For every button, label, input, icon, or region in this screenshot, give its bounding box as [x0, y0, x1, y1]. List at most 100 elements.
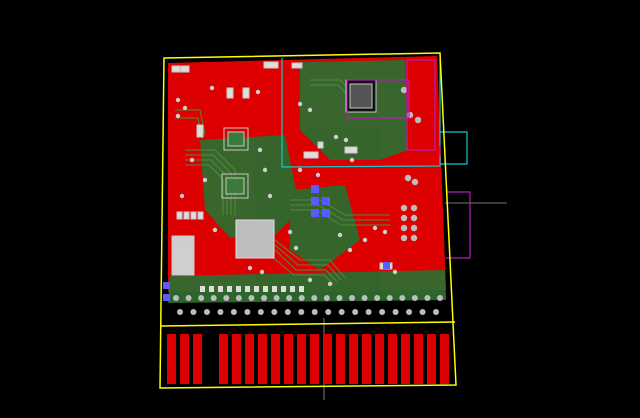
header-pin[interactable] — [325, 309, 332, 315]
header-pin[interactable] — [349, 295, 355, 301]
header-pin[interactable] — [379, 309, 386, 315]
edge-finger[interactable] — [258, 334, 267, 384]
via — [297, 167, 303, 173]
header-pin[interactable] — [210, 295, 217, 301]
edge-finger[interactable] — [193, 334, 202, 384]
through-hole-pin[interactable] — [400, 234, 408, 242]
through-hole-pin[interactable] — [414, 116, 422, 124]
header-pin[interactable] — [173, 295, 179, 301]
header-pin[interactable] — [298, 295, 305, 301]
smd-pad — [209, 286, 214, 292]
edge-finger[interactable] — [323, 334, 332, 384]
via — [212, 227, 218, 233]
edge-finger[interactable] — [297, 334, 306, 384]
edge-finger[interactable] — [440, 334, 449, 384]
header-pin[interactable] — [361, 295, 368, 301]
through-hole-pin[interactable] — [400, 214, 408, 222]
edge-finger[interactable] — [414, 334, 423, 384]
header-pin[interactable] — [190, 309, 197, 315]
header-pin[interactable] — [392, 309, 399, 315]
edge-finger[interactable] — [232, 334, 241, 384]
through-hole-pin[interactable] — [410, 224, 418, 232]
header-pins-right[interactable] — [400, 86, 422, 242]
via — [347, 247, 353, 253]
edge-finger[interactable] — [401, 334, 410, 384]
via — [349, 157, 355, 163]
smd-pad — [200, 286, 205, 292]
header-pin[interactable] — [230, 309, 237, 315]
through-hole-pin[interactable] — [400, 204, 408, 212]
edge-finger[interactable] — [310, 334, 319, 384]
through-hole-pin[interactable] — [400, 224, 408, 232]
through-hole-pin[interactable] — [411, 178, 419, 186]
edge-finger[interactable] — [336, 334, 345, 384]
edge-finger[interactable] — [284, 334, 293, 384]
board-outline[interactable] — [159, 52, 457, 389]
header-pin[interactable] — [386, 295, 393, 301]
edge-finger[interactable] — [349, 334, 358, 384]
via — [307, 107, 313, 113]
header-pin[interactable] — [273, 295, 280, 301]
edge-finger[interactable] — [180, 334, 189, 384]
edge-finger[interactable] — [167, 334, 176, 384]
edge-finger[interactable] — [219, 334, 228, 384]
edge-finger[interactable] — [375, 334, 384, 384]
header-pin[interactable] — [284, 309, 291, 315]
through-hole-pin[interactable] — [410, 214, 418, 222]
header-pin[interactable] — [177, 309, 183, 315]
component-footprints[interactable] — [171, 61, 393, 276]
header-pin[interactable] — [311, 295, 318, 301]
through-hole-pin[interactable] — [410, 234, 418, 242]
header-pin[interactable] — [235, 295, 242, 301]
header-pin[interactable] — [424, 295, 431, 301]
through-hole-pin[interactable] — [400, 86, 408, 94]
edge-finger[interactable] — [362, 334, 371, 384]
header-pin[interactable] — [411, 295, 418, 301]
header-pin[interactable] — [336, 295, 343, 301]
header-pin[interactable] — [261, 295, 267, 301]
header-pin[interactable] — [248, 295, 255, 301]
via — [259, 269, 265, 275]
via — [307, 277, 313, 283]
edge-finger[interactable] — [388, 334, 397, 384]
edge-finger[interactable] — [427, 334, 436, 384]
header-pin[interactable] — [399, 295, 406, 301]
header-pin[interactable] — [311, 309, 318, 315]
header-pin[interactable] — [185, 295, 192, 301]
header-pin[interactable] — [223, 295, 230, 301]
header-pin[interactable] — [406, 309, 413, 315]
header-pin[interactable] — [323, 295, 330, 301]
header-pin[interactable] — [271, 309, 278, 315]
courtyard-outlines[interactable] — [346, 59, 471, 259]
header-pin[interactable] — [286, 295, 293, 301]
keepout-region[interactable] — [281, 58, 468, 168]
edge-finger[interactable] — [271, 334, 280, 384]
edge-connector[interactable] — [167, 334, 449, 384]
smd-pad — [254, 286, 259, 292]
header-pin[interactable] — [203, 309, 210, 315]
header-pin[interactable] — [298, 309, 305, 315]
pin-header-rows[interactable] — [173, 286, 443, 315]
via — [182, 105, 188, 111]
via — [372, 225, 378, 231]
header-pin[interactable] — [352, 309, 359, 315]
header-pin[interactable] — [437, 295, 443, 301]
smd-pad — [227, 286, 232, 292]
header-pin[interactable] — [374, 295, 381, 301]
header-pin[interactable] — [198, 295, 205, 301]
through-hole-pin[interactable] — [410, 204, 418, 212]
header-pin[interactable] — [244, 309, 251, 315]
header-pin[interactable] — [433, 309, 439, 315]
edge-finger[interactable] — [245, 334, 254, 384]
via — [189, 157, 195, 163]
header-pin[interactable] — [217, 309, 224, 315]
smd-pad — [272, 286, 277, 292]
header-pin[interactable] — [365, 309, 372, 315]
through-hole-pin[interactable] — [406, 111, 414, 119]
through-hole-pin[interactable] — [404, 174, 412, 182]
header-pin[interactable] — [419, 309, 426, 315]
header-pin[interactable] — [338, 309, 345, 315]
header-pin[interactable] — [257, 309, 264, 315]
